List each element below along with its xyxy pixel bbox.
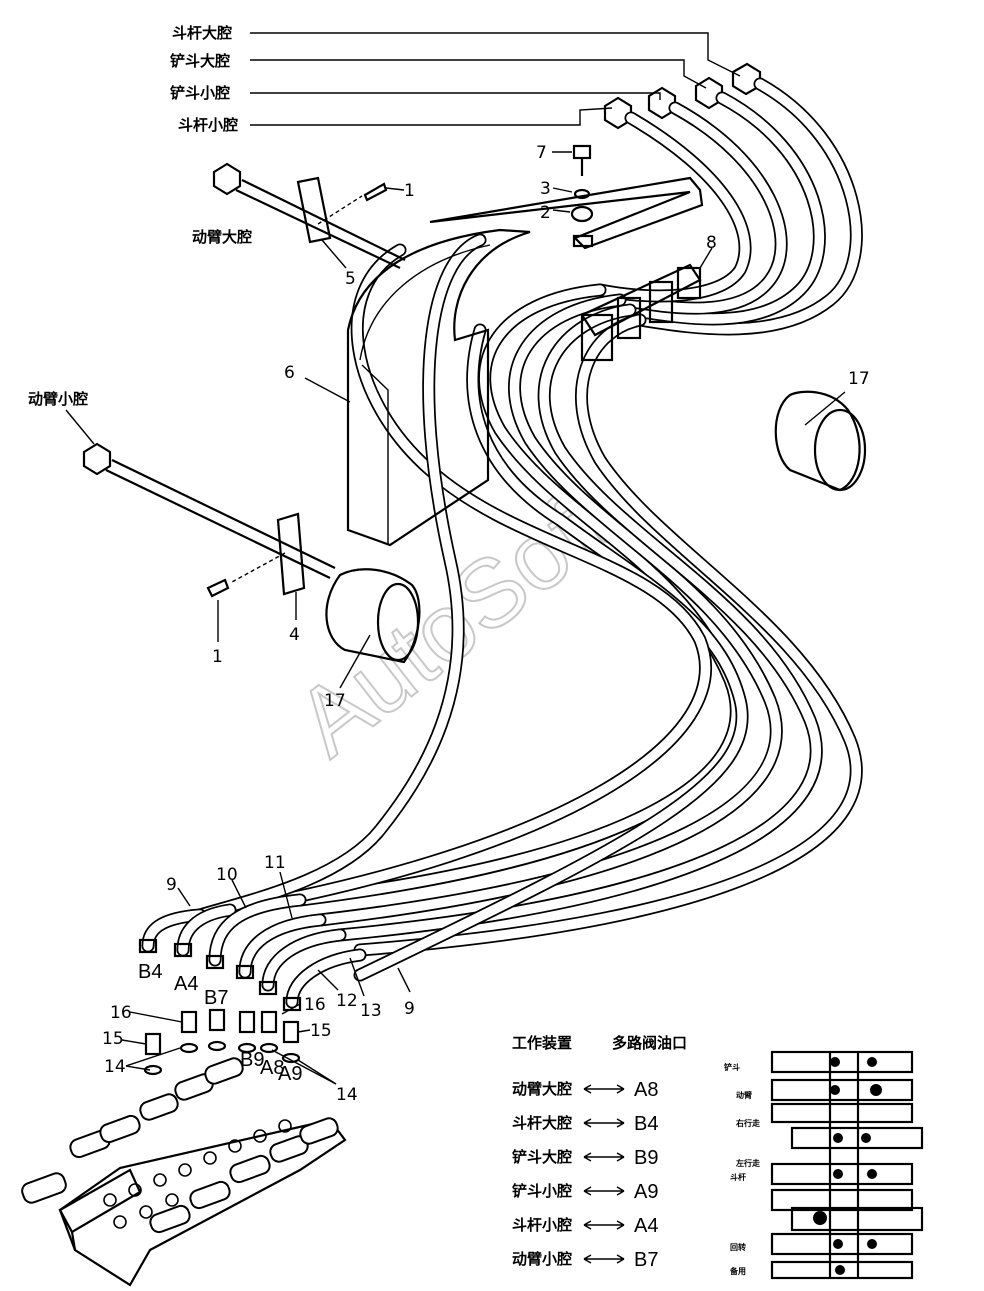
table-row-arrow (583, 1254, 625, 1264)
part-number-16-left: 16 (110, 1003, 132, 1023)
part-number-3: 3 (540, 179, 551, 199)
part-number-11: 11 (264, 853, 286, 873)
port-label-b4: B4 (138, 961, 162, 983)
boom-large-hose (212, 162, 406, 269)
part-number-15-right: 15 (310, 1021, 332, 1041)
boom-small-hose (82, 442, 336, 598)
table-row-device: 铲斗小腔 (512, 1182, 572, 1200)
table-row-device: 铲斗大腔 (512, 1148, 572, 1166)
table-header-device: 工作装置 (512, 1034, 572, 1052)
schematic-label-1: 动臂 (736, 1090, 752, 1100)
table-row-arrow (583, 1220, 625, 1230)
port-label-a4: A4 (174, 973, 198, 995)
table-row-device: 动臂小腔 (512, 1250, 572, 1268)
part-number-2: 2 (540, 203, 551, 223)
label-bucket-large-chamber: 铲斗大腔 (170, 52, 230, 70)
part-number-1-bottom: 1 (212, 647, 223, 667)
port-mapping-table: 动臂大腔 A8 斗杆大腔 B4 铲斗大腔 B9 铲斗小腔 A9 斗杆小腔 A4 动臂小腔 B7 (512, 1079, 658, 1271)
port-label-a9: A9 (278, 1063, 302, 1085)
table-row-port: A8 (634, 1079, 658, 1101)
part-number-4: 4 (289, 625, 300, 645)
part-number-14-left: 14 (104, 1057, 126, 1077)
label-arm-small-chamber: 斗杆小腔 (178, 116, 238, 134)
part-number-9-left: 9 (166, 875, 177, 895)
table-row-port: B4 (634, 1113, 658, 1135)
part-number-16-right: 16 (304, 995, 326, 1015)
table-row-arrow (583, 1084, 625, 1094)
hose-clamp (580, 263, 702, 362)
part-number-8: 8 (706, 233, 717, 253)
port-label-b7: B7 (204, 987, 228, 1009)
main-hose-bundle (193, 233, 863, 982)
part-number-10: 10 (216, 865, 238, 885)
table-row-device: 斗杆小腔 (512, 1216, 572, 1234)
part-number-1-top: 1 (404, 181, 415, 201)
part-number-9-right: 9 (404, 999, 415, 1019)
schematic-label-0: 铲斗 (724, 1062, 740, 1072)
multi-way-valve (21, 1057, 347, 1287)
part-number-17-right: 17 (848, 369, 870, 389)
schematic-label-3: 左行走 (735, 1158, 761, 1168)
mounting-bracket (429, 144, 704, 250)
schematic-label-4: 斗杆 (730, 1172, 746, 1182)
table-row-port: B9 (634, 1147, 658, 1169)
part-number-17-left: 17 (324, 691, 346, 711)
table-row-device: 动臂大腔 (512, 1080, 572, 1098)
schematic-label-2: 右行走 (735, 1118, 761, 1128)
label-arm-large-chamber: 斗杆大腔 (172, 24, 232, 42)
guard-plate (346, 228, 531, 547)
part-number-6: 6 (284, 363, 295, 383)
table-header-valve-port: 多路阀油口 (612, 1034, 687, 1052)
label-bucket-small-chamber: 铲斗小腔 (170, 84, 230, 102)
part-number-13: 13 (360, 1001, 382, 1021)
table-row-arrow (583, 1152, 625, 1162)
part-number-15-left: 15 (102, 1029, 124, 1049)
top-hose-leaders (250, 32, 741, 126)
hose-sleeve-right (774, 390, 867, 492)
schematic-label-5: 回转 (730, 1242, 746, 1252)
schematic-label-6: 备用 (729, 1266, 746, 1276)
part-number-12: 12 (336, 991, 358, 1011)
part-number-14-right: 14 (336, 1085, 358, 1105)
label-boom-small-chamber: 动臂小腔 (28, 390, 88, 408)
part-number-5: 5 (345, 269, 356, 289)
label-boom-large-chamber: 动臂大腔 (192, 228, 252, 246)
table-row-arrow (583, 1118, 625, 1128)
hose-sleeve-left (325, 568, 421, 664)
table-row-device: 斗杆大腔 (512, 1114, 572, 1132)
part-number-7: 7 (536, 143, 547, 163)
table-row-port: A4 (634, 1215, 658, 1237)
table-row-port: A9 (634, 1181, 658, 1203)
port-label-b9: B9 (240, 1049, 264, 1071)
port-label-a8: A8 (260, 1057, 284, 1079)
table-row-arrow (583, 1186, 625, 1196)
table-row-port: B7 (634, 1249, 658, 1271)
valve-schematic (770, 1050, 924, 1280)
upper-hose-bundle (593, 77, 863, 336)
